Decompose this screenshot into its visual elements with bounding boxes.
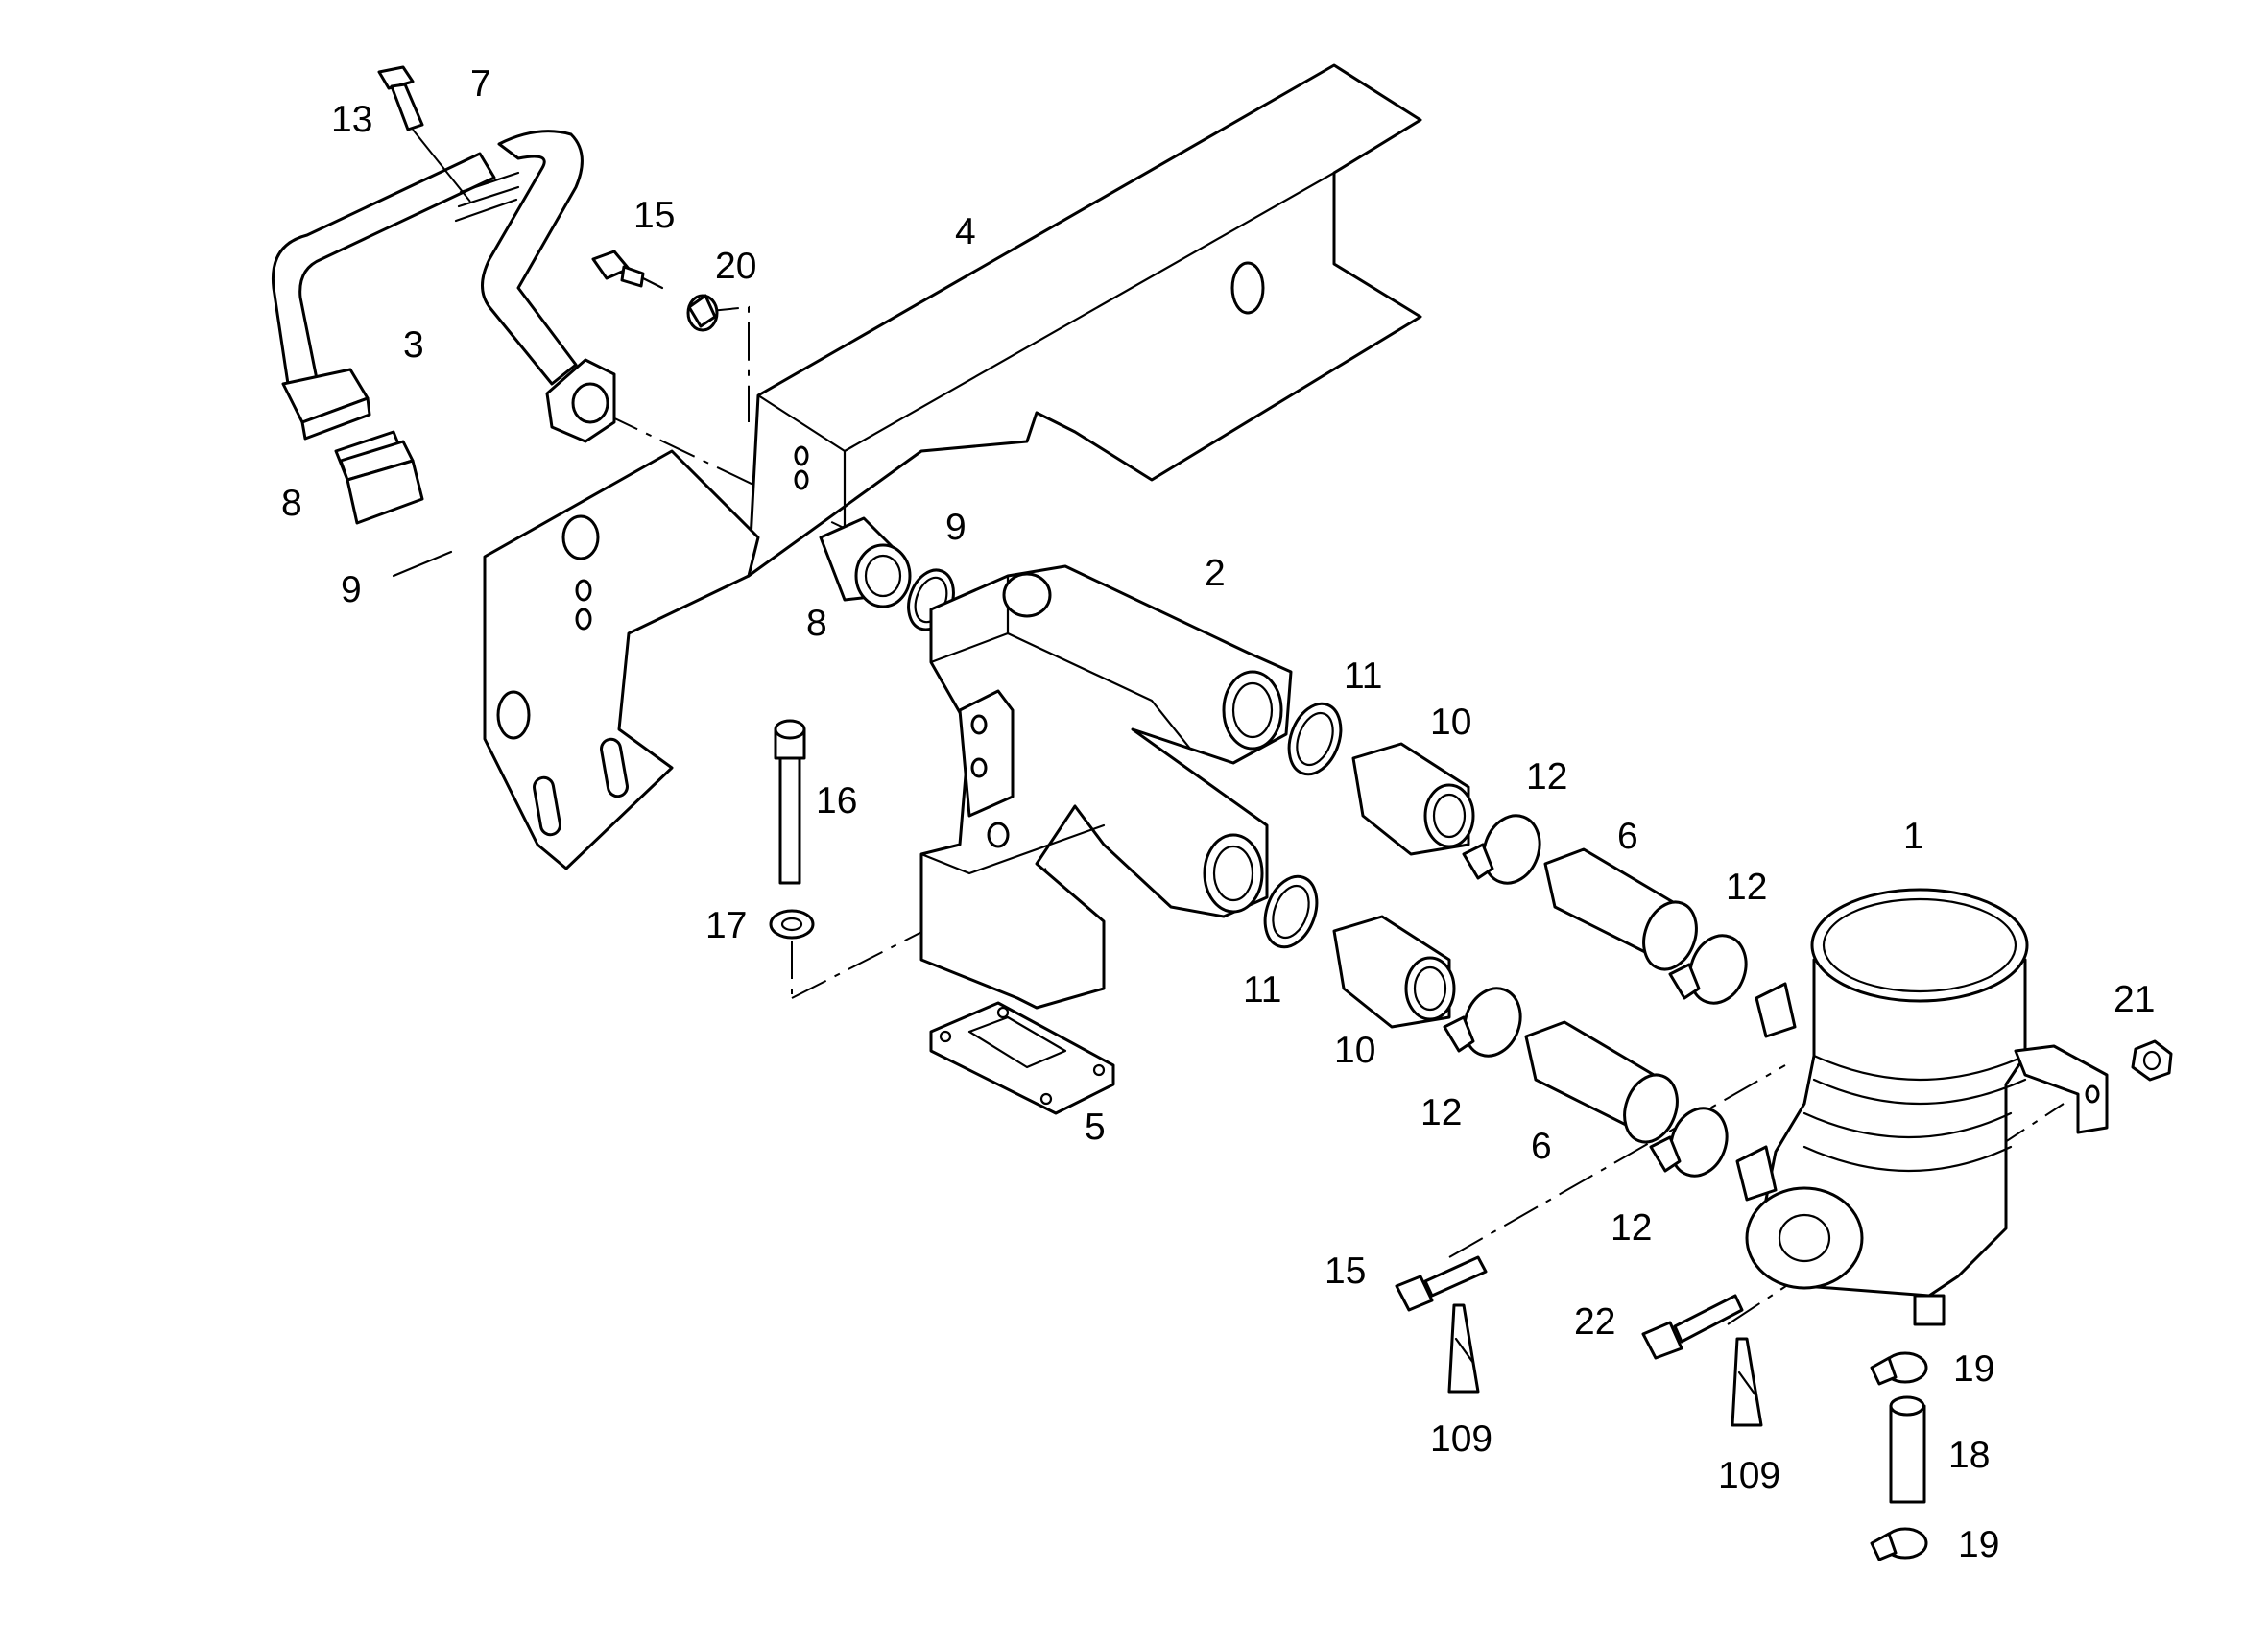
- callout-16: 16: [816, 780, 858, 822]
- part-11-o-ring-lower: [1263, 874, 1319, 949]
- callout-21: 21: [2113, 979, 2156, 1020]
- part-20-spacer: [686, 294, 719, 332]
- part-5-gasket: [929, 1001, 1115, 1115]
- callout-11-lower: 11: [1243, 969, 1282, 1011]
- callout-12-b: 12: [1726, 867, 1768, 908]
- callout-8-center: 8: [806, 603, 827, 644]
- callout-18: 18: [1948, 1435, 1991, 1476]
- part-8-nipple-center: [819, 516, 912, 608]
- callout-9-center: 9: [945, 507, 967, 548]
- callout-7: 7: [470, 63, 491, 105]
- part-3-pipe: [271, 152, 496, 441]
- callout-11-upper: 11: [1344, 655, 1383, 697]
- part-9-pin-left: [392, 550, 453, 578]
- part-1-separator: [1735, 888, 2109, 1326]
- part-12-clamp-a: [1462, 814, 1541, 885]
- part-10-adaptor-upper: [1351, 742, 1475, 856]
- callout-9-left: 9: [341, 569, 362, 610]
- part-17-washer: [769, 909, 815, 940]
- part-109-sealant-upper: [1447, 1303, 1480, 1394]
- callout-10-upper: 10: [1430, 702, 1472, 743]
- part-11-o-ring-upper: [1287, 702, 1343, 776]
- part-4-channel-bracket: [747, 63, 1422, 578]
- callout-6-lower: 6: [1531, 1126, 1552, 1167]
- part-2-manifold: [919, 564, 1293, 1010]
- callout-12-a: 12: [1526, 756, 1568, 798]
- part-15-bolt-upper: [591, 250, 664, 290]
- callout-17: 17: [705, 905, 748, 946]
- part-109-sealant-lower: [1731, 1337, 1763, 1427]
- callout-15-lower: 15: [1325, 1251, 1367, 1292]
- callout-3: 3: [403, 324, 424, 366]
- part-18-hose: [1889, 1395, 1926, 1504]
- part-10-adaptor-lower: [1332, 915, 1456, 1029]
- callout-5: 5: [1085, 1107, 1106, 1148]
- callout-12-d: 12: [1611, 1207, 1653, 1249]
- callout-22: 22: [1574, 1301, 1616, 1343]
- part-8-union-left: [334, 430, 424, 525]
- part-7-pipe: [454, 130, 616, 443]
- part-13-bolt: [377, 65, 471, 203]
- callout-10-lower: 10: [1334, 1030, 1376, 1071]
- part-22-bolt: [1641, 1294, 1744, 1360]
- callout-109-lower: 109: [1718, 1455, 1781, 1496]
- part-21-nut: [2131, 1039, 2173, 1082]
- part-16-screw: [774, 719, 806, 885]
- callout-19-upper: 19: [1953, 1348, 1995, 1390]
- callout-12-c: 12: [1420, 1092, 1463, 1133]
- callout-8-left: 8: [281, 483, 302, 524]
- callout-2: 2: [1205, 553, 1226, 594]
- callout-1: 1: [1903, 816, 1924, 857]
- callout-13: 13: [331, 99, 373, 140]
- callout-4: 4: [955, 211, 976, 252]
- support-plate: [483, 449, 760, 870]
- callout-6-upper: 6: [1617, 816, 1638, 857]
- part-19-clip-upper: [1870, 1351, 1928, 1386]
- part-19-clip-lower: [1870, 1527, 1928, 1561]
- part-6-hose-lower: [1524, 1020, 1679, 1144]
- part-12-clamp-c: [1443, 987, 1522, 1058]
- part-6-hose-upper: [1543, 847, 1698, 971]
- part-15-bolt-lower: [1395, 1255, 1488, 1312]
- callout-19-lower: 19: [1958, 1524, 2000, 1565]
- part-12-clamp-b: [1668, 934, 1748, 1005]
- callout-109-upper: 109: [1430, 1418, 1493, 1460]
- callout-20: 20: [715, 246, 757, 287]
- callout-15-upper: 15: [633, 195, 676, 236]
- part-12-clamp-d: [1649, 1107, 1729, 1178]
